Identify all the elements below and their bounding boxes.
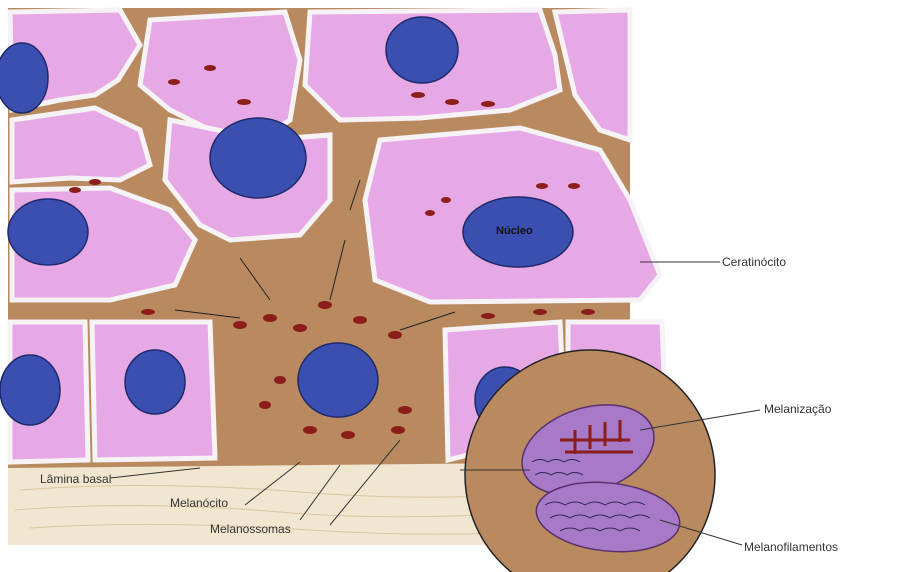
melanofilaments-label: Melanofilamentos: [744, 540, 838, 554]
melanosome: [263, 314, 277, 322]
melanosome: [168, 79, 180, 85]
melanosome: [536, 183, 548, 189]
keratinocyte-label: Ceratinócito: [722, 255, 786, 269]
melanosome: [89, 179, 101, 185]
melanosome: [481, 313, 495, 319]
melanosomes-label: Melanossomas: [210, 522, 291, 536]
melanosome: [425, 210, 435, 216]
melanosome: [388, 331, 402, 339]
melanosome: [69, 187, 81, 193]
melanosome: [303, 426, 317, 434]
melanosome: [237, 99, 251, 105]
melanosome: [274, 376, 286, 384]
melanosome: [293, 324, 307, 332]
melanosome: [481, 101, 495, 107]
nucleus: [0, 355, 60, 425]
basal-lamina-label: Lâmina basal: [40, 472, 111, 486]
nucleus-label: Núcleo: [496, 225, 533, 237]
melanosome: [391, 426, 405, 434]
melanocyte-label: Melanócito: [170, 496, 228, 510]
nucleus: [8, 199, 88, 265]
melanosome: [233, 321, 247, 329]
nucleus: [125, 350, 185, 414]
nucleus: [298, 343, 378, 417]
melanosome: [568, 183, 580, 189]
melanosome: [341, 431, 355, 439]
melanosome: [204, 65, 216, 71]
melanosome: [411, 92, 425, 98]
melanosome: [318, 301, 332, 309]
melanosome: [398, 406, 412, 414]
melanosome: [441, 197, 451, 203]
melanosome: [141, 309, 155, 315]
melanosome: [353, 316, 367, 324]
nucleus: [386, 17, 458, 83]
nucleus: [210, 118, 306, 198]
melanosome: [259, 401, 271, 409]
melanosome: [533, 309, 547, 315]
melanosome: [445, 99, 459, 105]
melanosome: [581, 309, 595, 315]
melanization-label: Melanização: [764, 402, 831, 416]
nucleus: [0, 43, 48, 113]
